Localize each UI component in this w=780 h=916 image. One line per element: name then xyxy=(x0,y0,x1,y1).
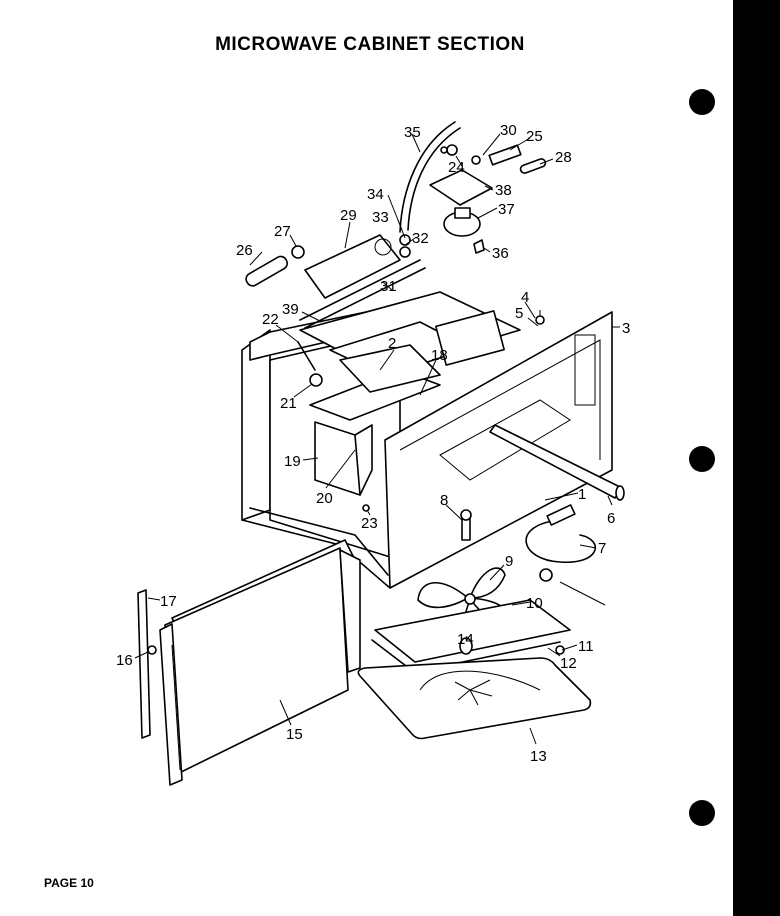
callout-35: 35 xyxy=(404,124,421,141)
callout-6: 6 xyxy=(607,510,615,527)
bolt-part-8 xyxy=(460,509,472,541)
callout-13: 13 xyxy=(530,748,547,765)
callout-20: 20 xyxy=(316,490,333,507)
callout-1: 1 xyxy=(578,486,586,503)
callout-31: 31 xyxy=(380,278,397,295)
callout-39: 39 xyxy=(282,301,299,318)
callout-28: 28 xyxy=(555,149,572,166)
callout-26: 26 xyxy=(236,242,253,259)
callout-32: 32 xyxy=(412,230,429,247)
screw-part-4 xyxy=(535,310,545,325)
callout-10: 10 xyxy=(526,595,543,612)
callout-14: 14 xyxy=(457,631,474,648)
callout-37: 37 xyxy=(498,201,515,218)
callout-34: 34 xyxy=(367,186,384,203)
top-rail xyxy=(299,259,426,329)
callout-25: 25 xyxy=(526,128,543,145)
page-edge-bar xyxy=(733,0,780,916)
callout-5: 5 xyxy=(515,305,523,322)
stirrer-motor-assembly xyxy=(429,144,547,254)
strip-part-17 xyxy=(137,589,157,739)
callout-16: 16 xyxy=(116,652,133,669)
page-number: PAGE 10 xyxy=(44,876,94,890)
callout-38: 38 xyxy=(495,182,512,199)
frame-part-10 xyxy=(371,599,571,673)
callout-36: 36 xyxy=(492,245,509,262)
binder-hole-bottom xyxy=(689,800,715,826)
callout-23: 23 xyxy=(361,515,378,532)
rod-part-6 xyxy=(489,424,625,501)
callout-15: 15 xyxy=(286,726,303,743)
callout-27: 27 xyxy=(274,223,291,240)
top-plate xyxy=(299,291,521,377)
binder-hole-top xyxy=(689,89,715,115)
leader-lines xyxy=(134,133,620,745)
hose-part-35 xyxy=(399,121,461,258)
fastener-part-23 xyxy=(362,504,370,512)
callout-29: 29 xyxy=(340,207,357,224)
callout-12: 12 xyxy=(560,655,577,672)
callout-2: 2 xyxy=(388,335,396,352)
shelf-part-2 xyxy=(309,344,441,421)
motor-plate-29 xyxy=(245,234,401,299)
callout-18: 18 xyxy=(431,347,448,364)
callout-30: 30 xyxy=(500,122,517,139)
callout-3: 3 xyxy=(622,320,630,337)
callout-11: 11 xyxy=(578,638,594,655)
callout-24: 24 xyxy=(448,159,465,176)
callout-4: 4 xyxy=(521,289,529,306)
cable-part-7 xyxy=(525,504,606,606)
exploded-parts-diagram: 1 2 3 4 5 6 7 8 9 10 11 12 13 14 15 16 1… xyxy=(116,121,630,786)
callout-19: 19 xyxy=(284,453,301,470)
callout-labels: 1 2 3 4 5 6 7 8 9 10 11 12 13 14 15 16 1… xyxy=(116,122,630,765)
callout-7: 7 xyxy=(598,540,606,557)
binder-hole-middle xyxy=(689,446,715,472)
callout-8: 8 xyxy=(440,492,448,509)
callout-21: 21 xyxy=(280,395,297,412)
callout-33: 33 xyxy=(372,209,389,226)
door-panel-part-15 xyxy=(159,539,361,786)
callout-22: 22 xyxy=(262,311,279,328)
page-title: MICROWAVE CABINET SECTION xyxy=(215,34,525,55)
bracket-part-19 xyxy=(314,421,373,496)
callout-17: 17 xyxy=(160,593,177,610)
callout-9: 9 xyxy=(505,553,513,570)
tray-part-13 xyxy=(357,657,592,740)
fitting-part-21 xyxy=(297,341,323,387)
